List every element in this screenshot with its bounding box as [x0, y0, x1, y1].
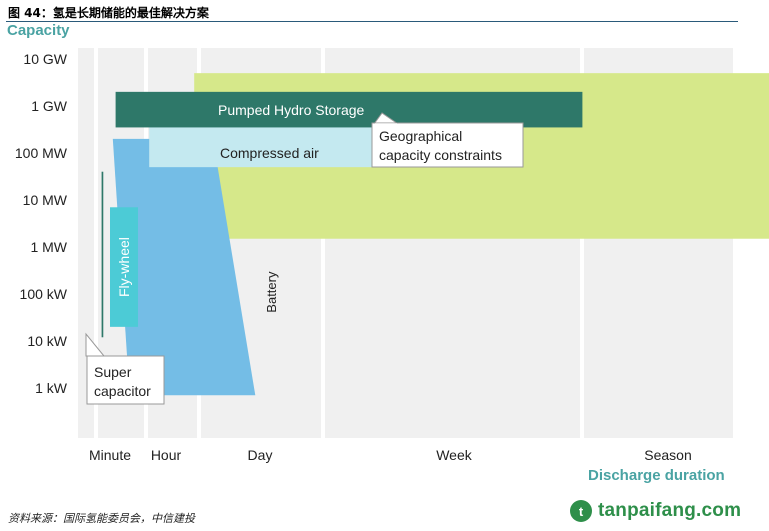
- x-tick-label: Day: [248, 447, 273, 463]
- y-tick-label: 1 kW: [35, 380, 68, 396]
- label-compressed-air: Compressed air: [220, 145, 319, 161]
- region-fly-wheel: [110, 207, 138, 327]
- label-super-capacitor-line2: capacitor: [94, 383, 151, 399]
- x-ticks: Minute Hour Day Week Season: [89, 447, 692, 463]
- label-pumped-hydro: Pumped Hydro Storage: [218, 102, 365, 118]
- label-fly-wheel: Fly-wheel: [116, 237, 132, 297]
- source-note: 资料来源：国际氢能委员会，中信建投: [8, 512, 195, 525]
- region-labels: Hydrogen storage1BatteryCompressed airPu…: [116, 102, 365, 313]
- annotation-group: Super capacitor Geographical capacity const…: [85, 112, 524, 405]
- figure-title: 图 44：氢是长期储能的最佳解决方案: [8, 6, 209, 20]
- y-tick-label: 10 kW: [27, 333, 67, 349]
- annotation-line2: capacity constraints: [379, 147, 502, 163]
- y-tick-label: 10 GW: [23, 51, 67, 67]
- y-tick-label: 100 kW: [20, 286, 68, 302]
- label-super-capacitor-line1: Super: [94, 364, 132, 380]
- y-axis-label: Capacity: [7, 22, 70, 39]
- label-battery: Battery: [264, 271, 279, 313]
- y-tick-label: 1 GW: [31, 98, 68, 114]
- x-tick-label: Hour: [151, 447, 182, 463]
- watermark-text: tanpaifang.com: [598, 500, 742, 521]
- region-battery: [112, 138, 256, 396]
- annotation-line1: Geographical: [379, 128, 462, 144]
- y-ticks: 1 kW 10 kW 100 kW 1 MW 10 MW 100 MW 1 GW 10 GW: [15, 51, 68, 396]
- y-tick-label: 10 MW: [23, 192, 68, 208]
- region-pumped-hydro: [115, 91, 583, 128]
- callout-geographical: [371, 122, 524, 168]
- watermark-logo-icon: t: [570, 500, 592, 522]
- watermark: t tanpaifang.com: [570, 498, 741, 524]
- x-axis-label: Discharge duration: [588, 467, 725, 484]
- region-super-capacitor: [101, 171, 104, 338]
- title-rule: [6, 21, 738, 22]
- callout-super-capacitor: [86, 355, 165, 405]
- y-tick-label: 100 MW: [15, 145, 68, 161]
- y-tick-label: 1 MW: [30, 239, 67, 255]
- x-tick-label: Season: [644, 447, 691, 463]
- x-tick-label: Week: [436, 447, 473, 463]
- x-tick-label: Minute: [89, 447, 131, 463]
